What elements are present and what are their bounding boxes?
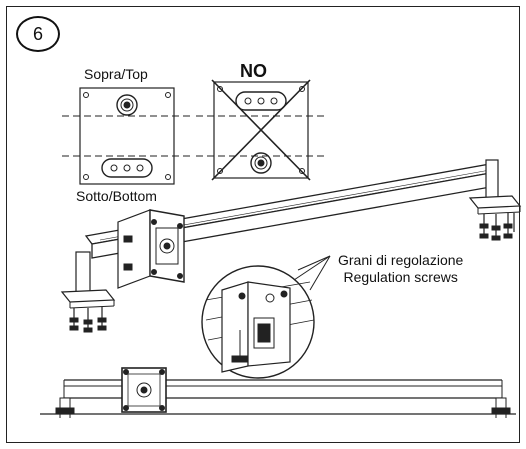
right-foot (468, 159, 522, 241)
label-top-orientation: Sopra/Top (84, 66, 148, 82)
center-bracket (117, 209, 185, 289)
step-number: 6 (32, 23, 43, 44)
page-frame (6, 6, 520, 443)
plate-wrong-orientation (196, 79, 326, 181)
plate-correct-orientation (62, 87, 192, 185)
label-screws-english: Regulation screws (343, 269, 458, 285)
label-regulation-screws: Grani di regolazione Regulation screws (338, 252, 463, 286)
side-elevation-view (40, 367, 516, 418)
label-bottom-orientation: Sotto/Bottom (76, 188, 157, 204)
label-screws-italian: Grani di regolazione (338, 252, 464, 268)
detail-magnifier (201, 265, 315, 379)
label-wrong-orientation: NO (240, 61, 267, 81)
step-number-badge: 6 (16, 16, 60, 52)
left-foot (60, 251, 116, 333)
beam-perspective (84, 163, 498, 259)
